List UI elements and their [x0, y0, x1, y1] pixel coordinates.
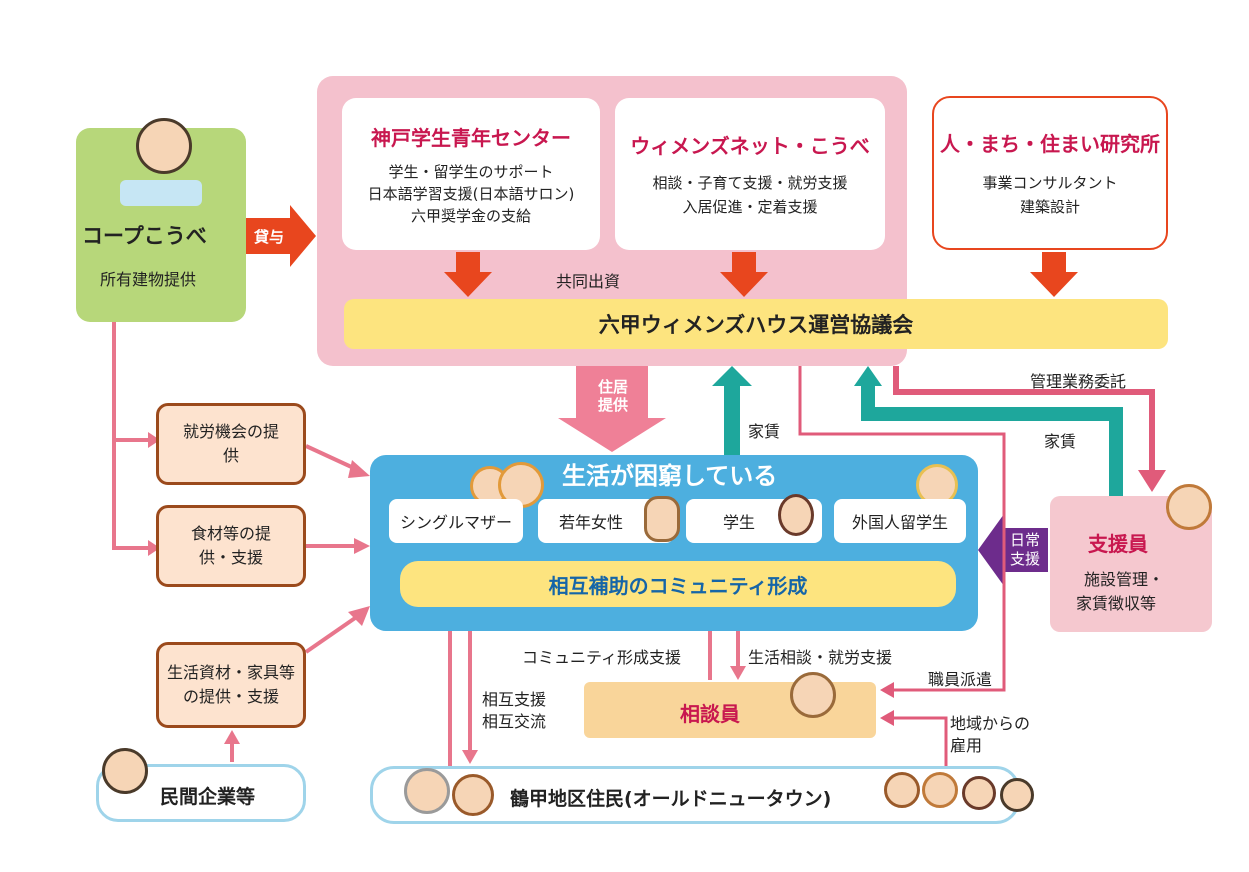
- child-avatar-2: [922, 772, 958, 808]
- daily-support-arrow: [978, 514, 1048, 586]
- womens-net-title: ウィメンズネット・こうべ: [630, 133, 870, 158]
- rent-label-2: 家賃: [1044, 432, 1077, 451]
- supporter-line-2: 家賃徴収等: [1076, 594, 1157, 613]
- job-opp-text: 就労機会の提供: [182, 422, 279, 465]
- group-young-women-text: 若年女性: [558, 513, 623, 532]
- local-hire-line: [892, 716, 948, 766]
- residents-name: 鶴甲地区住民(オールドニュータウン): [510, 788, 832, 810]
- group-foreign-student: 外国人留学生: [834, 499, 966, 543]
- community-text: 相互補助のコミュニティ形成: [548, 573, 808, 598]
- coop-desc: 所有建物提供: [100, 270, 197, 289]
- council-bar: 六甲ウィメンズハウス運営協議会: [344, 299, 1168, 349]
- company-name: 民間企業等: [160, 786, 256, 808]
- mgmt-label: 管理業務委託: [1030, 372, 1127, 391]
- community-support-label: コミュニティ形成支援: [522, 648, 682, 667]
- local-hire-label-2: 雇用: [950, 736, 983, 755]
- housing-arrow: [558, 366, 666, 452]
- company-staff-avatar: [102, 748, 148, 794]
- coop-line: [112, 322, 150, 550]
- lend-label: 貸与: [254, 228, 285, 246]
- housing-label: 住居提供: [586, 374, 640, 418]
- hito-machi-line-2: 建築設計: [1019, 197, 1080, 216]
- food-text: 食材等の提供・支援: [190, 524, 271, 567]
- daily-support-label: 日常支援: [1004, 530, 1046, 570]
- hito-machi-box: 人・まち・住まい研究所 事業コンサルタント 建築設計: [932, 96, 1168, 250]
- womens-net-box: ウィメンズネット・こうべ 相談・子育て支援・就労支援 入居促進・定着支援: [615, 98, 885, 250]
- kobe-center-line-3: 六甲奨学金の支給: [410, 206, 531, 225]
- supporter-line-1: 施設管理・: [1084, 570, 1165, 589]
- group-single-mother-text: シングルマザー: [399, 513, 512, 532]
- rent-arrow-2-head: [854, 366, 882, 386]
- rent-arrow-1: [712, 366, 752, 456]
- community-bar: 相互補助のコミュニティ形成: [400, 561, 956, 607]
- coop-staff-avatar: [136, 118, 192, 174]
- rent-arrow-2-line: [861, 384, 1123, 496]
- arrow-kobe-down: [444, 252, 492, 297]
- hito-machi-title: 人・まち・住まい研究所: [940, 131, 1160, 156]
- coop-desk: [120, 180, 202, 206]
- council-title: 六甲ウィメンズハウス運営協議会: [598, 313, 914, 337]
- womens-net-line-1: 相談・子育て支援・就労支援: [652, 173, 848, 192]
- staff-dispatch-label: 職員派遣: [928, 670, 993, 689]
- group-foreign-student-text: 外国人留学生: [851, 513, 948, 532]
- group-student-text: 学生: [722, 513, 755, 532]
- life-consult-label: 生活相談・就労支援: [748, 648, 893, 667]
- kobe-center-line-1: 学生・留学生のサポート: [388, 162, 554, 181]
- woman-resident-avatar: [452, 774, 494, 816]
- group-single-mother: シングルマザー: [389, 499, 523, 543]
- kobe-center-title: 神戸学生青年センター: [371, 125, 571, 150]
- struggle-title: 生活が困窮している: [562, 462, 778, 490]
- child-avatar-3: [962, 776, 996, 810]
- joint-investment-label: 共同出資: [556, 272, 621, 291]
- lend-arrow: [246, 205, 316, 267]
- supporter-avatar: [1166, 484, 1212, 530]
- mutual-exchange-label: 相互交流: [482, 712, 547, 731]
- womens-net-line-2: 入居促進・定着支援: [682, 197, 818, 216]
- goods-text: 生活資材・家具等の提供・支援: [166, 663, 295, 706]
- kobe-center-box: 神戸学生青年センター 学生・留学生のサポート 日本語学習支援(日本語サロン) 六…: [342, 98, 600, 250]
- food-box: 食材等の提供・支援: [156, 505, 306, 587]
- job-opp-box: 就労機会の提供: [156, 403, 306, 485]
- arrow-womens-down: [720, 252, 768, 297]
- housing-text: 住居提供: [597, 378, 628, 414]
- arrow-hito-down: [1030, 252, 1078, 297]
- supporter-title: 支援員: [1088, 532, 1148, 556]
- daily-support-text: 日常支援: [1009, 531, 1040, 568]
- young-woman-avatar: [644, 496, 680, 542]
- mutual-support-label: 相互支援: [482, 690, 547, 709]
- mgmt-line: [893, 366, 1155, 474]
- goods-box: 生活資材・家具等の提供・支援: [156, 642, 306, 728]
- mgmt-head: [1138, 470, 1166, 492]
- rent-label-1: 家賃: [748, 422, 781, 441]
- child-avatar-4: [1000, 778, 1034, 812]
- local-hire-label-1: 地域からの: [950, 714, 1031, 733]
- staff-dispatch-line: [798, 366, 1006, 692]
- counselor-avatar: [790, 672, 836, 718]
- counselor-title: 相談員: [680, 702, 740, 726]
- kobe-center-line-2: 日本語学習支援(日本語サロン): [367, 184, 575, 203]
- elder-resident-avatar: [404, 768, 450, 814]
- child-avatar-1: [884, 772, 920, 808]
- student-avatar: [778, 494, 814, 536]
- hito-machi-line-1: 事業コンサルタント: [982, 173, 1118, 192]
- coop-name: コープこうべ: [82, 224, 207, 248]
